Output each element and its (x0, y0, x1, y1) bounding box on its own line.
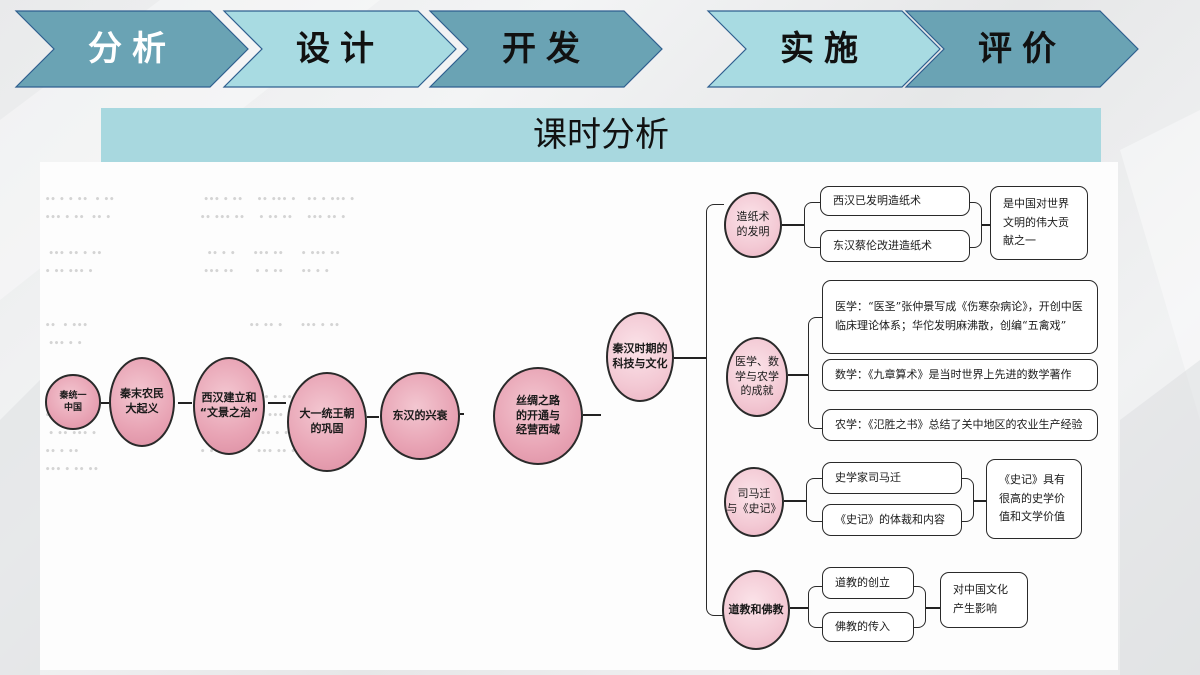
page-title: 课时分析 (101, 108, 1101, 163)
connector (583, 414, 601, 416)
step-design[interactable]: 设计 (222, 10, 458, 88)
step-label: 设计 (296, 29, 384, 69)
branch-bracket (808, 317, 822, 429)
connector (460, 413, 464, 415)
chevron-shape (14, 10, 249, 88)
chevron-shape (222, 10, 457, 88)
branch-node-papermaking: 造纸术 的发明 (724, 192, 782, 258)
connector (782, 224, 804, 226)
item-box: 西汉已发明造纸术 (820, 186, 970, 216)
connector (101, 402, 109, 404)
conclusion-box: 是中国对世界文明的伟大贡献之一 (990, 186, 1088, 260)
branch-node-sima-qian: 司马迁 与《史记》 (724, 467, 784, 537)
item-box: 数学：《九章算术》是当时世界上先进的数学著作 (822, 359, 1098, 391)
step-label: 实施 (780, 29, 868, 69)
timeline-node-qin-unification: 秦统一 中国 (45, 374, 101, 430)
item-box: 东汉蔡伦改进造纸术 (820, 230, 970, 262)
connector (788, 374, 808, 376)
timeline-node-western-han: 西汉建立和 “文景之治” (193, 357, 265, 455)
connector (178, 402, 192, 404)
step-evaluate[interactable]: 评价 (904, 10, 1140, 88)
timeline-node-qin-peasant-uprising: 秦末农民 大起义 (109, 357, 175, 447)
item-box: 道教的创立 (822, 567, 914, 599)
connector (790, 607, 808, 609)
item-box: 史学家司马迁 (822, 462, 962, 494)
step-implement[interactable]: 实施 (706, 10, 942, 88)
merge-bracket (914, 586, 926, 628)
branch-bracket (806, 478, 822, 522)
step-label: 评价 (978, 29, 1066, 69)
item-box: 农学：《氾胜之书》总结了关中地区的农业生产经验 (822, 409, 1098, 441)
branch-bracket (808, 586, 822, 628)
item-box: 佛教的传入 (822, 612, 914, 642)
connector (982, 224, 990, 226)
chevron-shape (428, 10, 663, 88)
timeline-node-unified-dynasty: 大一统王朝 的巩固 (287, 372, 367, 472)
item-box: 医学：“医圣”张仲景写成《伤寒杂病论》，开创中医临床理论体系；华佗发明麻沸散，创… (822, 280, 1098, 354)
merge-bracket (970, 202, 982, 248)
step-develop[interactable]: 开发 (428, 10, 664, 88)
chevron-shape (706, 10, 941, 88)
item-box: 《史记》的体裁和内容 (822, 504, 962, 536)
step-analysis[interactable]: 分析 (14, 10, 250, 88)
process-steps: 分析 设计 开发 实施 评价 (0, 0, 1200, 100)
mindmap-root: 秦汉时期的 科技与文化 (606, 312, 674, 402)
branch-node-religion: 道教和佛教 (722, 570, 790, 650)
connector (268, 402, 286, 404)
timeline-node-silk-road: 丝绸之路 的开通与 经营西域 (493, 367, 583, 465)
step-label: 开发 (502, 29, 590, 69)
conclusion-box: 对中国文化产生影响 (940, 572, 1028, 628)
branch-bracket (804, 202, 820, 248)
connector (926, 607, 940, 609)
connector (784, 500, 806, 502)
conclusion-box: 《史记》具有很高的史学价值和文学价值 (986, 459, 1082, 539)
branch-node-science: 医学、数 学与农学 的成就 (726, 337, 788, 417)
scanned-diagram: ∙∙ ∙ ∙ ∙∙ ∙ ∙∙ ∙∙∙ ∙ ∙∙ ∙∙ ∙ ∙∙∙ ∙∙ ∙ ∙∙… (40, 162, 1118, 670)
step-label: 分析 (88, 29, 176, 69)
connector (367, 416, 379, 418)
connector (674, 357, 707, 359)
merge-bracket (962, 478, 974, 522)
chevron-shape (904, 10, 1139, 88)
timeline-node-eastern-han: 东汉的兴衰 (380, 372, 460, 460)
connector (974, 500, 986, 502)
trunk-bracket (706, 204, 724, 616)
